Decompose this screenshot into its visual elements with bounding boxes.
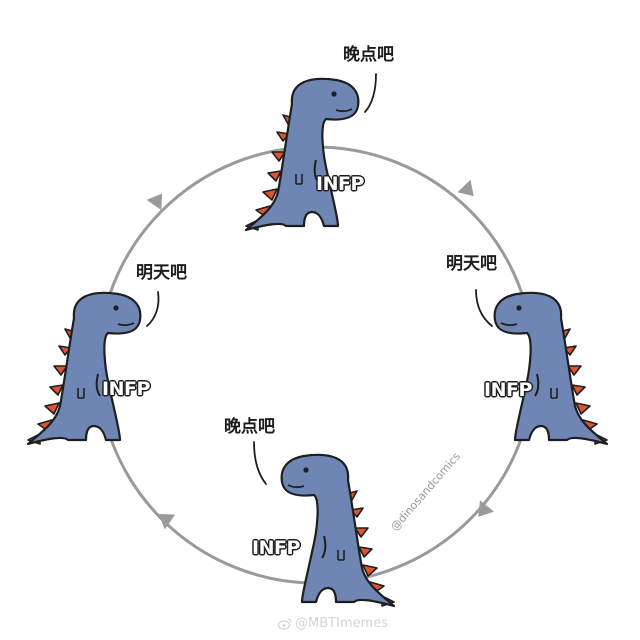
speech-tail-right <box>475 289 493 327</box>
weibo-watermark: @MBTImemes <box>277 616 388 631</box>
watermark-text: @MBTImemes <box>294 616 388 631</box>
speech-bottom: 晚点吧 <box>224 417 275 437</box>
infp-badge-top: INFP <box>316 173 364 195</box>
arrow-bottom-left <box>158 513 176 530</box>
arrow-top-left <box>146 193 163 211</box>
speech-tail-bottom <box>253 441 267 485</box>
speech-top: 晚点吧 <box>343 45 394 65</box>
dino-left <box>26 291 142 446</box>
speech-left: 明天吧 <box>136 263 187 283</box>
infp-badge-bottom: INFP <box>252 537 300 559</box>
speech-tail-left <box>146 291 160 327</box>
arrow-top-right <box>457 179 474 197</box>
infp-badge-right: INFP <box>484 379 532 401</box>
arrow-bottom-right <box>478 500 494 517</box>
dino-right <box>493 291 609 446</box>
weibo-logo-icon <box>277 617 292 630</box>
speech-right: 明天吧 <box>446 254 497 274</box>
speech-tail-top <box>364 73 377 113</box>
cycle-arrows <box>146 179 494 530</box>
infp-badge-left: INFP <box>102 378 150 400</box>
